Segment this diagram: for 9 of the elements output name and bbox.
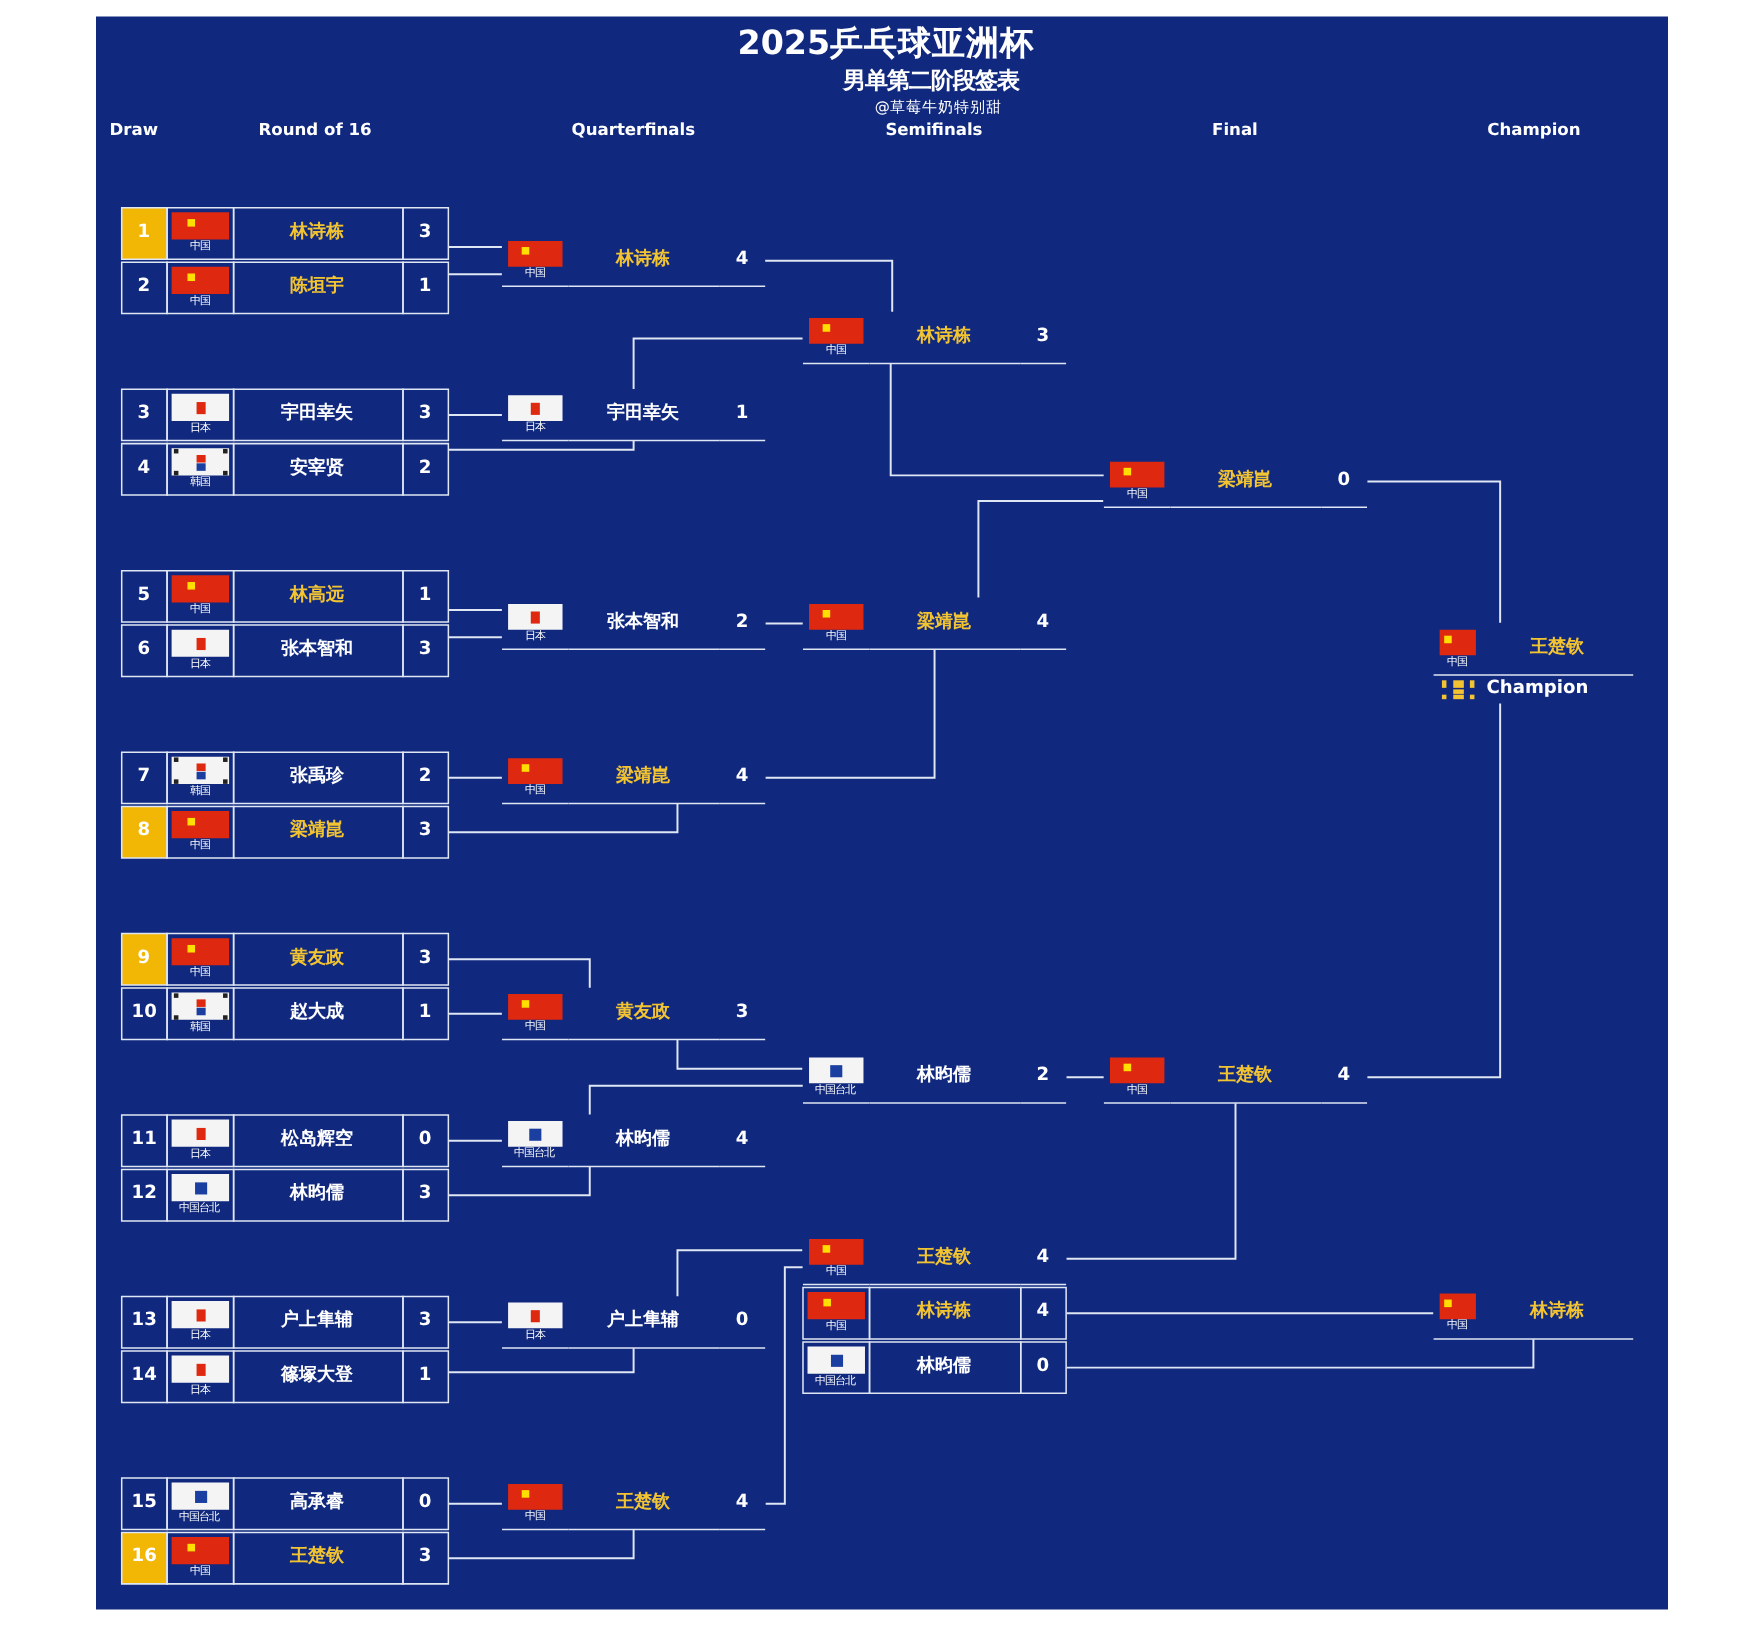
label: 男单第二阶段签表 <box>842 65 1019 94</box>
label: @草莓牛奶特别甜 <box>873 97 1001 116</box>
label: Quarterfinals <box>570 118 695 139</box>
diagram-title: 2025乒乓球亚洲杯 <box>736 23 1034 62</box>
label: Draw <box>108 118 158 139</box>
label: Champion <box>1486 118 1580 139</box>
label: Final <box>1211 118 1257 139</box>
label: Semifinals <box>884 118 982 139</box>
label: Round of 16 <box>257 118 371 139</box>
